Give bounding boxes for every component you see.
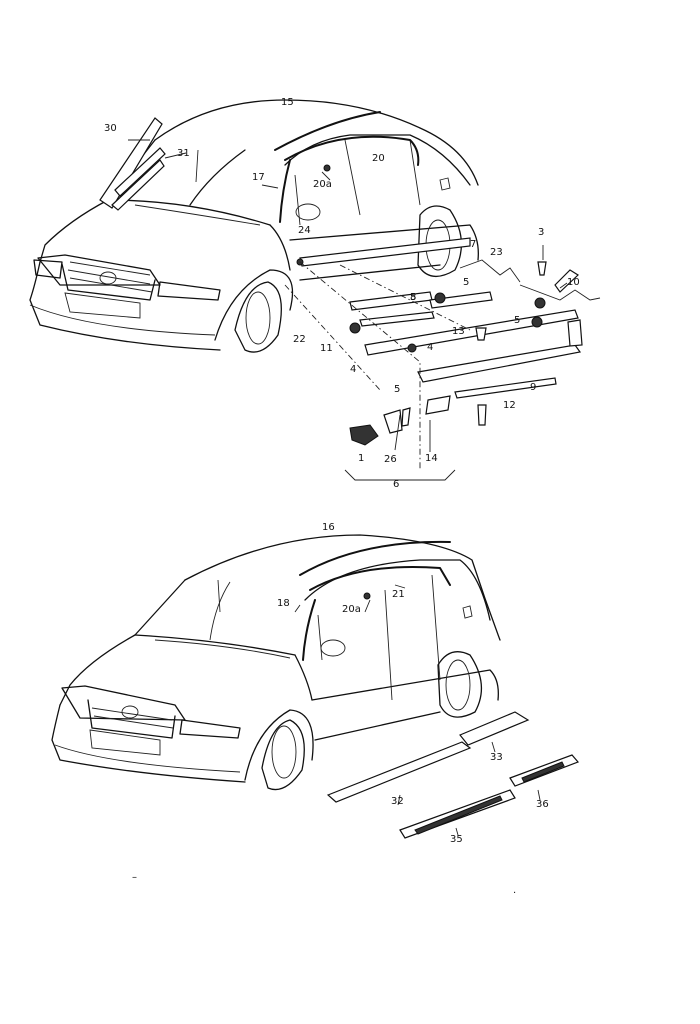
callout-11a: 11 xyxy=(320,343,333,354)
part-33-sill-plate xyxy=(459,711,530,746)
callout-31: 31 xyxy=(177,148,190,159)
part-20-window-trim xyxy=(284,135,420,166)
clip-5 xyxy=(349,322,361,334)
callout-35: 35 xyxy=(450,834,463,845)
callout-13: 13 xyxy=(452,326,465,337)
part-16-roof-rail xyxy=(299,540,451,576)
bolt-12 xyxy=(477,404,487,426)
part-11-clip xyxy=(349,424,379,446)
callout-3: 3 xyxy=(538,227,544,238)
callout-6: 6 xyxy=(393,479,399,490)
callout-23: 23 xyxy=(490,247,503,258)
callout-8: 8 xyxy=(410,292,416,303)
callout-16: 16 xyxy=(322,522,335,533)
callout-20: 20 xyxy=(372,153,385,164)
part-31-trim xyxy=(114,147,166,197)
part-10-bracket xyxy=(554,269,579,293)
footer-mark-2: . xyxy=(513,885,516,896)
wagon-trim-parts xyxy=(294,540,580,839)
callout-4b: 4 xyxy=(350,364,356,375)
callout-12: 12 xyxy=(503,400,516,411)
part-8-sill-strip xyxy=(349,291,433,311)
callout-36: 36 xyxy=(536,799,549,810)
part-15-roof-strip xyxy=(274,111,381,151)
clip-20a-wagon xyxy=(363,592,371,600)
part-30-windshield-trim xyxy=(99,117,163,209)
part-9-rocker-panel xyxy=(364,309,579,356)
part-17-pillar-trim xyxy=(279,159,291,223)
callout-10: 10 xyxy=(567,277,580,288)
callout-33: 33 xyxy=(490,752,503,763)
callout-14: 14 xyxy=(425,453,438,464)
callout-5a: 5 xyxy=(463,277,469,288)
wagon-drawing xyxy=(51,534,501,791)
callout-15: 15 xyxy=(281,97,294,108)
footer-mark-1: – xyxy=(132,872,137,883)
callout-20a-wagon: 20a xyxy=(342,604,361,615)
callout-11b: 1 xyxy=(358,453,364,464)
callout-5b: 5 xyxy=(410,292,416,303)
callout-4a: 4 xyxy=(427,342,433,353)
callout-18: 18 xyxy=(277,598,290,609)
callout-5c: 5 xyxy=(514,315,520,326)
part-21-window-trim xyxy=(309,565,451,591)
part-14-end-cap xyxy=(425,395,451,415)
sedan-trim-parts xyxy=(99,111,601,481)
part-26-bracket xyxy=(383,409,403,434)
callout-20a: 20a xyxy=(313,179,332,190)
bolt-3 xyxy=(537,261,547,276)
callout-30: 30 xyxy=(104,123,117,134)
part-24-door-strip xyxy=(299,237,471,267)
callout-7: 7 xyxy=(470,239,476,250)
callout-32: 32 xyxy=(391,796,404,807)
callout-9: 9 xyxy=(530,382,536,393)
part-18-pillar-trim xyxy=(302,599,316,661)
callout-17: 17 xyxy=(252,172,265,183)
callout-24: 24 xyxy=(298,225,311,236)
callout-22: 22 xyxy=(293,334,306,345)
callout-5d: 5 xyxy=(394,384,400,395)
callout-26: 26 xyxy=(384,454,397,465)
callout-21: 21 xyxy=(392,589,405,600)
part-32-sill-plate xyxy=(326,741,472,803)
clip-20a xyxy=(323,164,331,172)
